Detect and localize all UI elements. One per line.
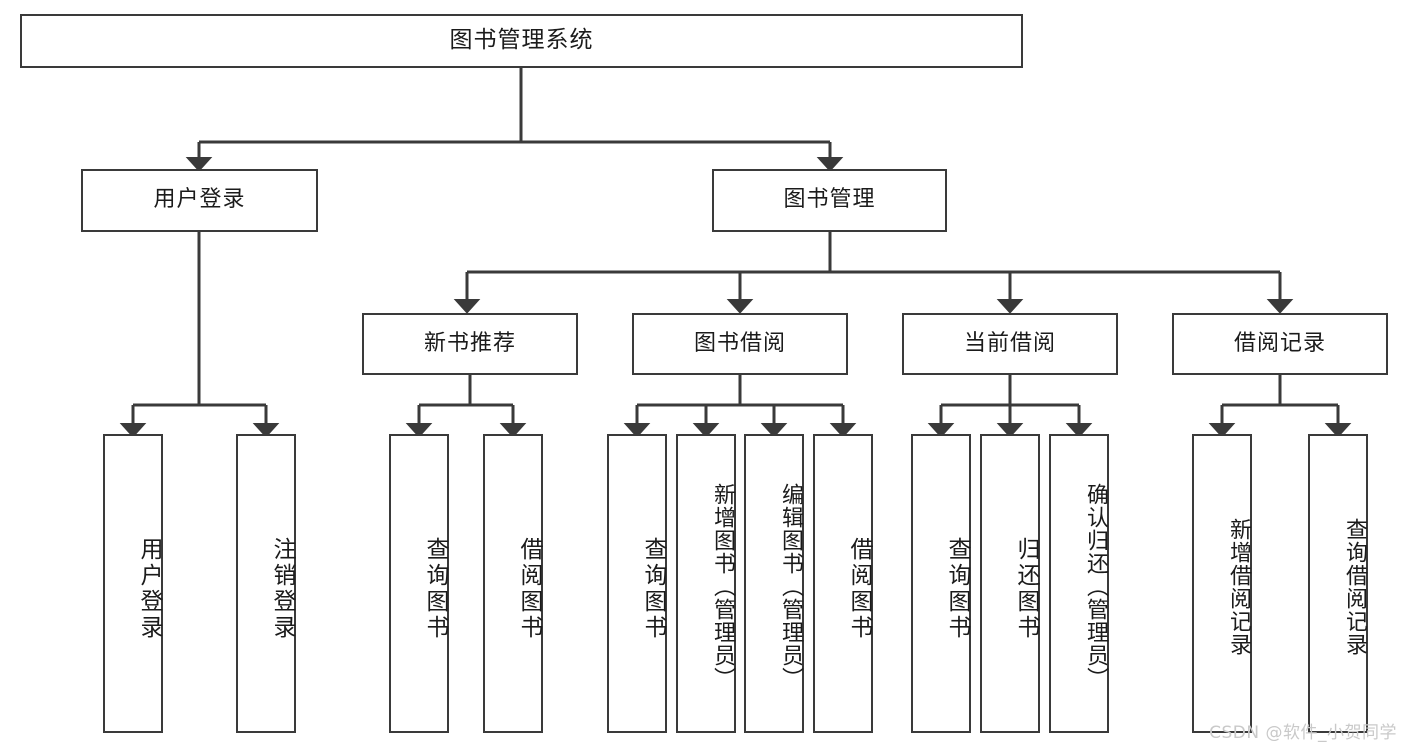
- leaf-label: 新增借阅记录: [1226, 517, 1251, 656]
- node-book-borrow[interactable]: 图书借阅: [632, 313, 848, 375]
- leaf-book-borrow-add-book-admin[interactable]: 新增图书（管理员）: [676, 434, 736, 733]
- leaf-book-borrow-borrow-books[interactable]: 借阅图书: [813, 434, 873, 733]
- leaf-label: 查询图书: [422, 536, 448, 641]
- leaf-book-borrow-edit-book-admin[interactable]: 编辑图书（管理员）: [744, 434, 804, 733]
- leaf-current-borrow-return-books[interactable]: 归还图书: [980, 434, 1040, 733]
- leaf-label: 确认归还（管理员）: [1083, 483, 1108, 690]
- node-current-borrow[interactable]: 当前借阅: [902, 313, 1118, 375]
- node-borrow-record[interactable]: 借阅记录: [1172, 313, 1388, 375]
- leaf-label: 借阅图书: [846, 536, 872, 641]
- node-new-book-recommend[interactable]: 新书推荐: [362, 313, 578, 375]
- node-root-system[interactable]: 图书管理系统: [20, 14, 1023, 68]
- leaf-label: 编辑图书（管理员）: [778, 483, 803, 690]
- leaf-user-login-logout[interactable]: 注销登录: [236, 434, 296, 733]
- leaf-label: 查询借阅记录: [1342, 517, 1367, 656]
- leaf-label: 注销登录: [269, 536, 295, 641]
- leaf-label: 借阅图书: [516, 536, 542, 641]
- leaf-borrow-record-query-record[interactable]: 查询借阅记录: [1308, 434, 1368, 733]
- leaf-current-borrow-confirm-return-admin[interactable]: 确认归还（管理员）: [1049, 434, 1109, 733]
- leaf-borrow-record-add-record[interactable]: 新增借阅记录: [1192, 434, 1252, 733]
- leaf-label: 查询图书: [640, 536, 666, 641]
- leaf-new-book-query-books[interactable]: 查询图书: [389, 434, 449, 733]
- node-book-management[interactable]: 图书管理: [712, 169, 947, 232]
- leaf-label: 新增图书（管理员）: [710, 483, 735, 690]
- leaf-book-borrow-query-books[interactable]: 查询图书: [607, 434, 667, 733]
- leaf-user-login-login[interactable]: 用户登录: [103, 434, 163, 733]
- leaf-new-book-borrow-books[interactable]: 借阅图书: [483, 434, 543, 733]
- leaf-current-borrow-query-books[interactable]: 查询图书: [911, 434, 971, 733]
- leaf-label: 归还图书: [1013, 536, 1039, 641]
- csdn-watermark: CSDN @软件_小贺同学: [1209, 723, 1397, 743]
- leaf-label: 用户登录: [136, 536, 162, 641]
- leaf-label: 查询图书: [944, 536, 970, 641]
- node-user-login[interactable]: 用户登录: [81, 169, 318, 232]
